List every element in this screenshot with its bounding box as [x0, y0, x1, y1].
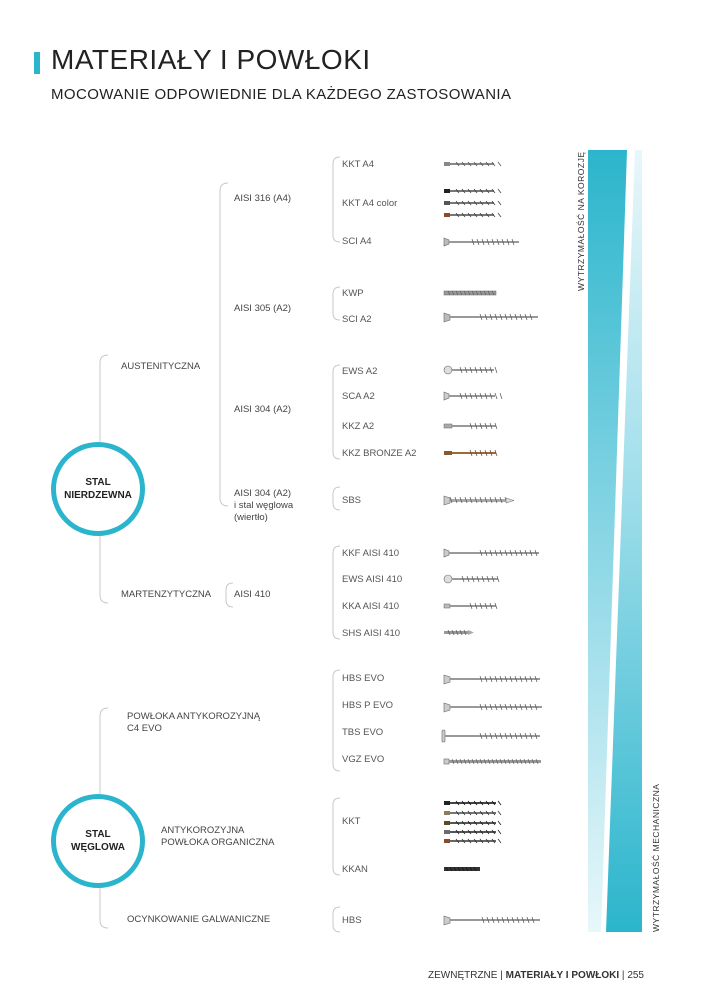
- screw-icon: [443, 365, 498, 375]
- corrosion-resistance-label: WYTRZYMAŁOŚĆ NA KOROZJĘ: [576, 151, 586, 292]
- product-sbs: SBS: [342, 495, 362, 506]
- screw-icon: [444, 829, 502, 835]
- sbs-bracket: [332, 486, 341, 511]
- galvanic-bracket: [332, 906, 341, 933]
- screw-icon: [444, 212, 502, 218]
- screw-icon: [444, 449, 498, 457]
- title-accent-bar: [34, 52, 40, 74]
- product-sci-a2: SCI A2: [342, 314, 372, 325]
- carbon-name-2: WĘGLOWA: [71, 842, 125, 853]
- screw-icon: [444, 838, 502, 844]
- footer-separator: |: [621, 970, 625, 981]
- product-kkt-a4-color: KKT A4 color: [342, 198, 398, 209]
- screw-icon: [444, 161, 502, 167]
- screw-icon: [443, 391, 503, 401]
- product-kwp: KWP: [342, 288, 364, 299]
- stainless-steel-circle: STAL NIERDZEWNA: [51, 442, 145, 536]
- product-tbs-evo: TBS EVO: [342, 727, 384, 738]
- screw-icon: [444, 866, 480, 872]
- screw-icon: [443, 495, 515, 506]
- product-kkf-aisi410: KKF AISI 410: [342, 548, 400, 559]
- screw-icon: [443, 915, 540, 926]
- a2-305-bracket: [332, 286, 341, 321]
- screw-icon: [443, 290, 497, 296]
- product-kkan: KKAN: [342, 864, 368, 875]
- grade-aisi316: AISI 316 (A4): [234, 193, 292, 204]
- product-ews-a2: EWS A2: [342, 366, 378, 377]
- a2-304-bracket: [332, 364, 341, 460]
- screw-icon: [443, 548, 539, 558]
- product-shs-aisi410: SHS AISI 410: [342, 628, 401, 639]
- category-austenitic: AUSTENITYCZNA: [121, 361, 201, 372]
- category-martensitic: MARTENZYTYCZNA: [121, 589, 212, 600]
- page-title: MATERIAŁY I POWŁOKI: [51, 44, 371, 75]
- screw-icon: [444, 200, 502, 206]
- category-coating-c4: POWŁOKA ANTYKOROZYJNĄ C4 EVO: [127, 711, 261, 734]
- product-ews-aisi410: EWS AISI 410: [342, 574, 403, 585]
- stainless-name-2: NIERDZEWNA: [64, 490, 132, 501]
- footer-chapter: MATERIAŁY I POWŁOKI: [505, 970, 620, 981]
- product-kkt: KKT: [342, 816, 361, 827]
- screw-icon: [443, 574, 500, 584]
- product-sci-a4: SCI A4: [342, 236, 372, 247]
- corrosion-scale-wedge: [588, 150, 627, 932]
- product-kka-aisi410: KKA AISI 410: [342, 601, 400, 612]
- c4-bracket: [332, 669, 341, 772]
- footer-separator: |: [500, 970, 503, 981]
- grade-aisi304: AISI 304 (A2): [234, 404, 292, 415]
- screw-icon: [443, 312, 538, 323]
- screw-icons: [441, 161, 542, 926]
- mechanical-strength-label: WYTRZYMAŁOŚĆ MECHANICZNA: [651, 783, 661, 932]
- product-hbs-p-evo: HBS P EVO: [342, 700, 394, 711]
- category-galvanic: OCYNKOWANIE GALWANICZNE: [127, 914, 271, 925]
- martensitic-bracket: [225, 582, 234, 608]
- mechanical-scale-wedge: [606, 150, 642, 932]
- screw-icon: [441, 729, 540, 743]
- page-number: 255: [627, 970, 644, 981]
- screw-icon: [443, 702, 542, 713]
- grade-aisi410: AISI 410: [234, 589, 271, 600]
- product-kkz-bronze-a2: KKZ BRONZE A2: [342, 448, 417, 459]
- stainless-name-1: STAL: [85, 477, 111, 488]
- screw-icon: [443, 422, 498, 430]
- screw-icon: [443, 237, 519, 247]
- screw-icon: [444, 810, 502, 816]
- a4-bracket: [332, 156, 341, 243]
- product-sca-a2: SCA A2: [342, 391, 375, 402]
- product-kkz-a2: KKZ A2: [342, 421, 375, 432]
- screw-icon: [444, 629, 474, 636]
- grade-aisi305: AISI 305 (A2): [234, 303, 292, 314]
- product-kkt-a4: KKT A4: [342, 159, 375, 170]
- product-hbs: HBS: [342, 915, 362, 926]
- footer-section: ZEWNĘTRZNE: [428, 970, 498, 981]
- category-organic-coating: ANTYKOROZYJNA POWŁOKA ORGANICZNA: [161, 825, 275, 848]
- screw-icon: [443, 758, 541, 765]
- austenitic-branch: [219, 182, 229, 507]
- product-hbs-evo: HBS EVO: [342, 673, 385, 684]
- screw-icon: [444, 800, 502, 806]
- aisi410-bracket: [332, 545, 341, 640]
- product-vgz-evo: VGZ EVO: [342, 754, 385, 765]
- screw-icon: [443, 674, 540, 685]
- page-subtitle: MOCOWANIE ODPOWIEDNIE DLA KAŻDEGO ZASTOS…: [51, 86, 512, 103]
- page-footer: ZEWNĘTRZNE | MATERIAŁY I POWŁOKI | 255: [428, 970, 644, 981]
- organic-bracket: [332, 797, 341, 876]
- screw-icon: [443, 602, 498, 610]
- carbon-name-1: STAL: [85, 829, 111, 840]
- screw-icon: [444, 820, 502, 826]
- carbon-steel-circle: STAL WĘGLOWA: [51, 794, 145, 888]
- screw-icon: [444, 188, 502, 194]
- grade-aisi304-carbon: AISI 304 (A2) i stal węglowa (wiertło): [234, 488, 294, 523]
